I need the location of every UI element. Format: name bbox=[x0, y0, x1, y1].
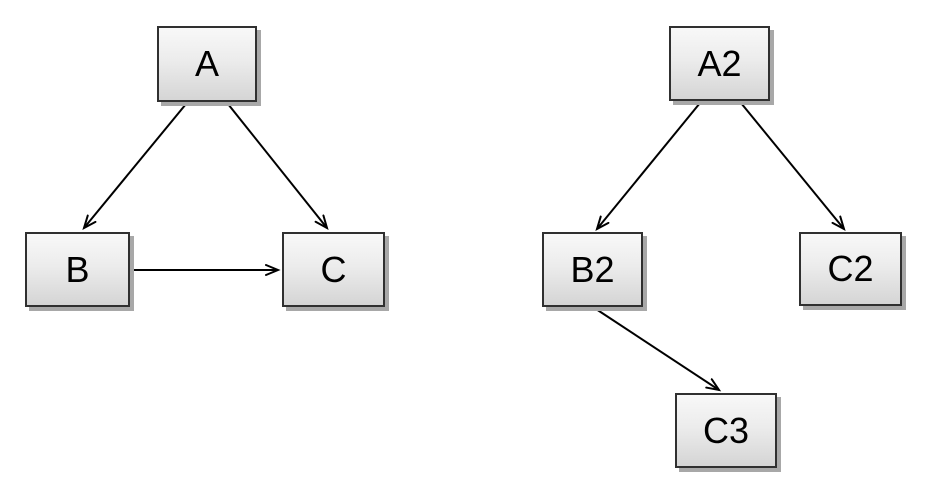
node-b2-label: B2 bbox=[570, 248, 615, 290]
edge-b2-to-c3 bbox=[595, 308, 722, 392]
edge-a-to-b bbox=[82, 103, 187, 231]
node-c[interactable]: C bbox=[282, 232, 385, 307]
node-b2[interactable]: B2 bbox=[542, 232, 643, 307]
edge-a2-to-b2 bbox=[595, 102, 701, 232]
node-c2[interactable]: C2 bbox=[799, 232, 902, 306]
node-a2[interactable]: A2 bbox=[669, 26, 770, 101]
edge-a-to-c bbox=[227, 103, 329, 231]
node-b-label: B bbox=[65, 248, 90, 290]
node-a-label: A bbox=[194, 43, 219, 84]
node-c3[interactable]: C3 bbox=[675, 393, 777, 468]
node-a2-label: A2 bbox=[697, 42, 742, 84]
node-c-label: C bbox=[320, 248, 347, 290]
edge-a2-to-c2 bbox=[740, 102, 846, 232]
node-a[interactable]: A bbox=[157, 26, 257, 102]
node-b[interactable]: B bbox=[25, 232, 130, 307]
node-c2-label: C2 bbox=[827, 248, 874, 289]
node-c3-label: C3 bbox=[702, 409, 750, 451]
